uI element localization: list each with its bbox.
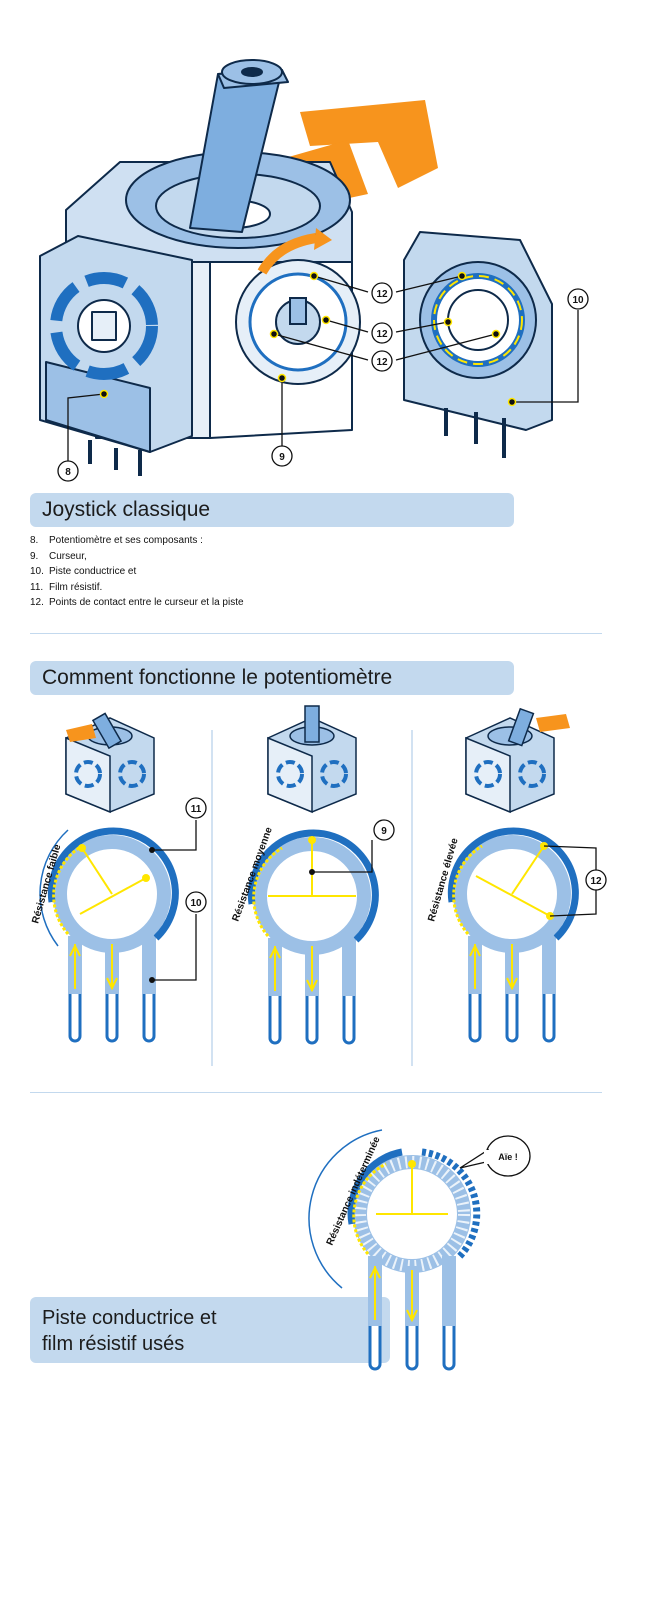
section-divider [30, 633, 602, 634]
legend-text: Piste conductrice et [49, 566, 137, 577]
worn-title-line2: film résistif usés [42, 1333, 185, 1355]
section-title-joystick: Joystick classique [30, 493, 514, 527]
panel-high-resistance: Résistance élevée 12 [426, 707, 607, 1041]
section-title-how-it-works: Comment fonctionne le potentiomètre [30, 661, 514, 695]
legend-text: Points de contact entre le curseur et la… [49, 597, 244, 608]
legend-item: 11. Film résistif. [30, 580, 430, 596]
legend-text: Film résistif. [49, 581, 103, 593]
callout-10: 10 [190, 898, 202, 909]
legend-item: 12. Points de contact entre le curseur et… [30, 595, 430, 611]
right-potentiometer [403, 231, 553, 458]
legend-num: 9. [30, 550, 39, 562]
legend-num: 12. [30, 597, 44, 608]
callout-9: 9 [279, 452, 285, 463]
section-title-worn: Piste conductrice et film résistif usés [30, 1297, 390, 1363]
joystick-exploded-illustration: 8 9 12 12 12 10 [39, 59, 589, 482]
rotation-arrow [257, 233, 317, 275]
legend-item: 9. Curseur, [30, 549, 430, 565]
legend-text: Potentiomètre et ses composants : [49, 535, 203, 546]
worn-title-line1: Piste conductrice et [42, 1307, 217, 1329]
legend-num: 11. [30, 581, 44, 593]
callout-10: 10 [572, 295, 584, 306]
legend-num: 10. [30, 566, 44, 577]
worn-potentiometer: Résistance indéterminée Aïe ! [308, 1129, 531, 1371]
callout-12-a: 12 [376, 289, 388, 300]
rotation-arrow-head [314, 228, 332, 250]
callout-leaders [67, 275, 579, 462]
legend-num: 8. [30, 535, 39, 546]
speech-text: Aïe ! [498, 1152, 518, 1162]
motion-arrow-large [300, 100, 438, 188]
panel-medium-resistance: Résistance moyenne 9 [230, 705, 395, 1043]
legend-item: 10. Piste conductrice et [30, 564, 430, 580]
resistance-label-undetermined: Résistance indéterminée [325, 1135, 383, 1248]
callout-12-b: 12 [376, 329, 388, 340]
panel-low-resistance: Résistance faible 11 10 [30, 712, 207, 1041]
callout-12-c: 12 [376, 357, 388, 368]
legend-list: 8. Potentiomètre et ses composants : 9. Cu… [30, 533, 430, 611]
legend-text: Curseur, [49, 550, 87, 562]
contact-dots [99, 271, 517, 407]
left-potentiometer [39, 235, 193, 476]
section-divider [30, 1092, 602, 1093]
callout-9: 9 [381, 826, 387, 837]
front-dial [235, 259, 361, 385]
callout-8: 8 [65, 467, 71, 478]
callout-11: 11 [191, 804, 202, 815]
joystick-stick [189, 59, 289, 233]
callout-12: 12 [590, 876, 602, 887]
legend-item: 8. Potentiomètre et ses composants : [30, 533, 430, 549]
potentiometer-panels: Résistance faible 11 10 Résistance moyen… [30, 705, 607, 1066]
